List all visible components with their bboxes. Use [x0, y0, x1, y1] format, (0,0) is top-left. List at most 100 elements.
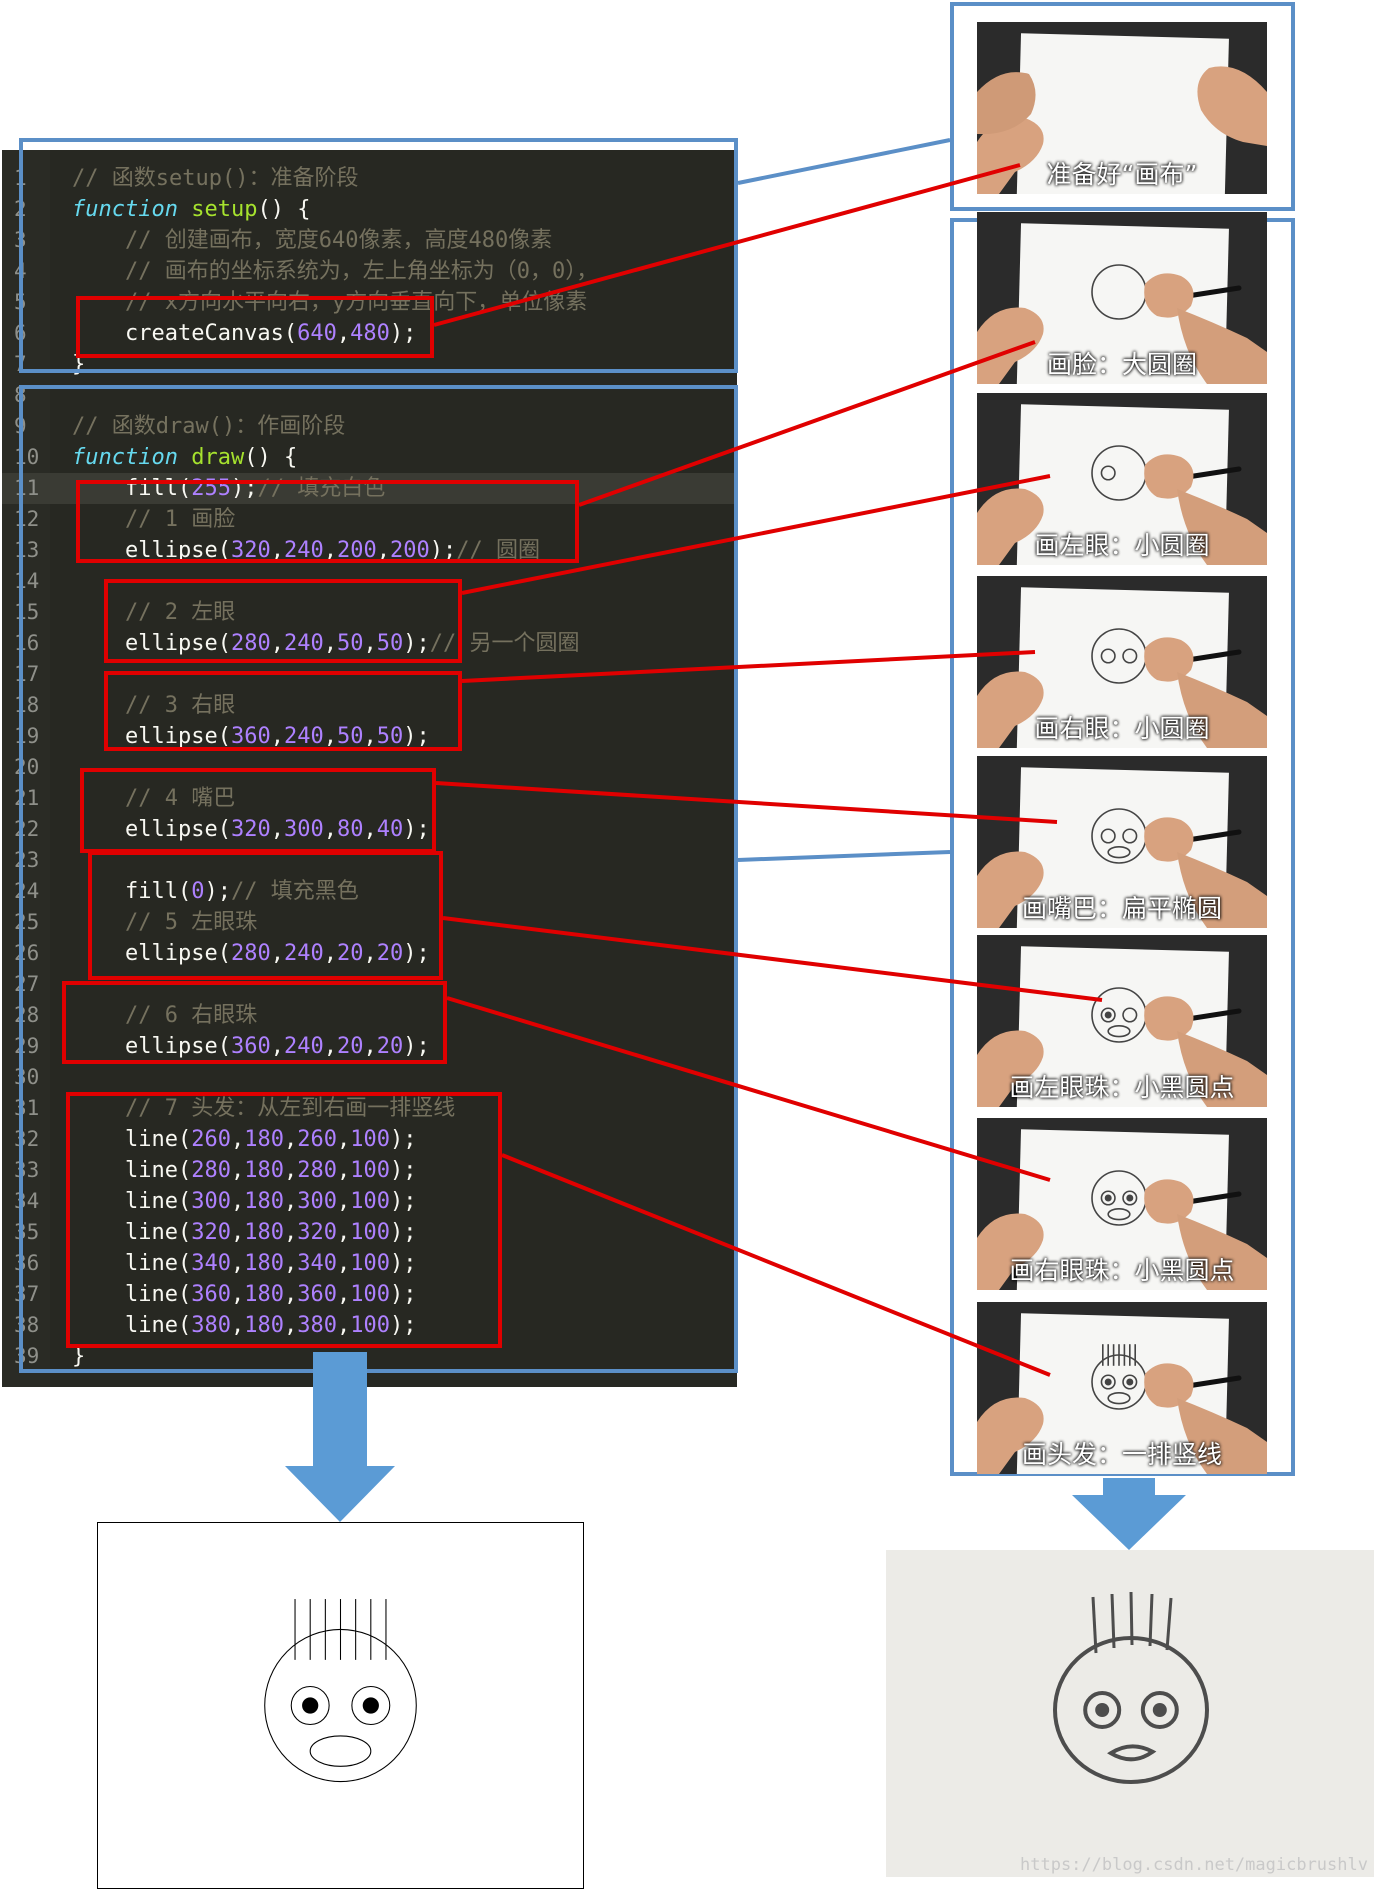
step-caption: 画右眼珠：小黑圆点 — [1009, 1256, 1235, 1285]
line-number: 13 — [14, 538, 40, 562]
setup-frame — [19, 138, 738, 373]
code-line: 26 ellipse(280,240,20,20); — [2, 938, 737, 969]
output-shape — [302, 1697, 319, 1714]
line-number: 16 — [14, 631, 40, 655]
code-line: 32 line(260,180,260,100); — [2, 1124, 737, 1155]
paper-hair-line — [1165, 1597, 1173, 1651]
line-number: 10 — [14, 445, 40, 469]
code-line: 28 // 6 右眼珠 — [2, 1000, 737, 1031]
step-photo: 画右眼：小圆圈 — [977, 576, 1267, 748]
callout-connector — [501, 1153, 1051, 1377]
code-text: // 5 左眼珠 — [124, 910, 258, 935]
code-line: 16 ellipse(280,240,50,50);// 另一个圆圈 — [2, 628, 737, 659]
callout-connector — [461, 474, 1051, 595]
step-caption: 准备好“画布” — [1046, 160, 1198, 189]
paper-mouth — [1107, 1744, 1157, 1762]
watermark: https://blog.csdn.net/magicbrushlv — [1020, 1855, 1368, 1875]
code-text: line(280,180,280,100); — [72, 1158, 417, 1183]
code-text: ellipse(320,300,80,40); — [72, 817, 430, 842]
line-number: 25 — [14, 910, 40, 934]
code-line: 25 // 5 左眼珠 — [2, 907, 737, 938]
code-line: 27 — [2, 969, 737, 1000]
code-line: 33 line(280,180,280,100); — [2, 1155, 737, 1186]
step-photo: 画脸：大圆圈 — [977, 212, 1267, 384]
step-photo: 画右眼珠：小黑圆点 — [977, 1118, 1267, 1290]
hand-drawn-result: https://blog.csdn.net/magicbrushlv — [886, 1550, 1374, 1877]
step-photo-scene — [977, 212, 1267, 384]
code-line: 29 ellipse(360,240,20,20); — [2, 1031, 737, 1062]
line-number: 27 — [14, 972, 40, 996]
code-line: 35 line(320,180,320,100); — [2, 1217, 737, 1248]
step-photo-scene — [977, 1302, 1267, 1474]
output-face-drawing — [264, 1599, 417, 1783]
line-number: 22 — [14, 817, 40, 841]
code-text: // 创建画布，宽度640像素，高度480像素 — [124, 228, 553, 253]
line-number: 11 — [14, 476, 40, 500]
code-text: // 函数draw()：作画阶段 — [72, 414, 346, 439]
step-caption: 画头发：一排竖线 — [1021, 1440, 1222, 1469]
code-line: 20 — [2, 752, 737, 783]
line-number: 26 — [14, 941, 40, 965]
draw-frame — [19, 385, 738, 1373]
step-photo-scene — [977, 393, 1267, 565]
code-text: line(320,180,320,100); — [72, 1220, 417, 1245]
step-photo-scene — [977, 576, 1267, 748]
paper-hair-line — [1110, 1593, 1116, 1649]
code-line: 36 line(340,180,340,100); — [2, 1248, 737, 1279]
paper-hair-line — [1129, 1591, 1134, 1646]
callout-connector — [446, 996, 1051, 1182]
line-number: 17 — [14, 662, 40, 686]
code-line: 15 // 2 左眼 — [2, 597, 737, 628]
code-line: 31 // 7 头发：从左到右画一排竖线 — [2, 1093, 737, 1124]
code-line: 10 function draw() { — [2, 442, 737, 473]
step-photo: 画左眼珠：小黑圆点 — [977, 935, 1267, 1107]
step-photo: 画嘴巴：扁平椭圆 — [977, 756, 1267, 928]
line-number: 15 — [14, 600, 40, 624]
paper-left-eye — [1083, 1691, 1122, 1729]
code-line: 21 // 4 嘴巴 — [2, 783, 737, 814]
code-text: // 函数setup()：准备阶段 — [72, 166, 359, 191]
line-number: 33 — [14, 1158, 40, 1182]
code-text: // 画布的坐标系统为，左上角坐标为（0，0）， — [124, 259, 599, 284]
code-text: createCanvas(640,480); — [72, 321, 417, 346]
callout-left-pupil — [88, 851, 443, 980]
code-line: 38 line(380,180,380,100); — [2, 1310, 737, 1341]
code-line: 12 // 1 画脸 — [2, 504, 737, 535]
line-number: 38 — [14, 1313, 40, 1337]
code-line: 22 ellipse(320,300,80,40); — [2, 814, 737, 845]
program-output-canvas — [97, 1522, 584, 1889]
line-number: 23 — [14, 848, 40, 872]
code-text: ellipse(320,240,200,200);// 圆圈 — [72, 538, 540, 563]
line-number: 28 — [14, 1003, 40, 1027]
step-photo-scene — [977, 756, 1267, 928]
line-number: 14 — [14, 569, 40, 593]
code-text: // 1 画脸 — [124, 507, 236, 532]
code-line: 14 — [2, 566, 737, 597]
frame-link-line — [737, 850, 951, 862]
code-text: // 6 右眼珠 — [124, 1003, 258, 1028]
code-line: 9// 函数draw()：作画阶段 — [2, 411, 737, 442]
code-text: line(340,180,340,100); — [72, 1251, 417, 1276]
callout-create-canvas — [76, 296, 434, 358]
code-text: // 7 头发：从左到右画一排竖线 — [124, 1096, 456, 1121]
paper-hair-line — [1148, 1593, 1154, 1647]
code-line: 4 // 画布的坐标系统为，左上角坐标为（0，0）， — [2, 256, 737, 287]
line-number: 37 — [14, 1282, 40, 1306]
line-number-gutter — [2, 150, 50, 1387]
code-line: 34 line(300,180,300,100); — [2, 1186, 737, 1217]
paper-left-pupil — [1095, 1703, 1110, 1717]
line-number: 32 — [14, 1127, 40, 1151]
paper-hair-line — [1091, 1596, 1098, 1654]
frame-link-line — [737, 138, 951, 185]
callout-hair — [66, 1092, 502, 1348]
line-number: 29 — [14, 1034, 40, 1058]
line-number: 21 — [14, 786, 40, 810]
line-number: 30 — [14, 1065, 40, 1089]
line-number: 39 — [14, 1344, 40, 1368]
step-photo: 画头发：一排竖线 — [977, 1302, 1267, 1474]
line-number: 31 — [14, 1096, 40, 1120]
code-line: 17 — [2, 659, 737, 690]
code-text: function draw() { — [72, 445, 298, 470]
code-line: 11 fill(255);// 填充白色 — [2, 473, 737, 504]
